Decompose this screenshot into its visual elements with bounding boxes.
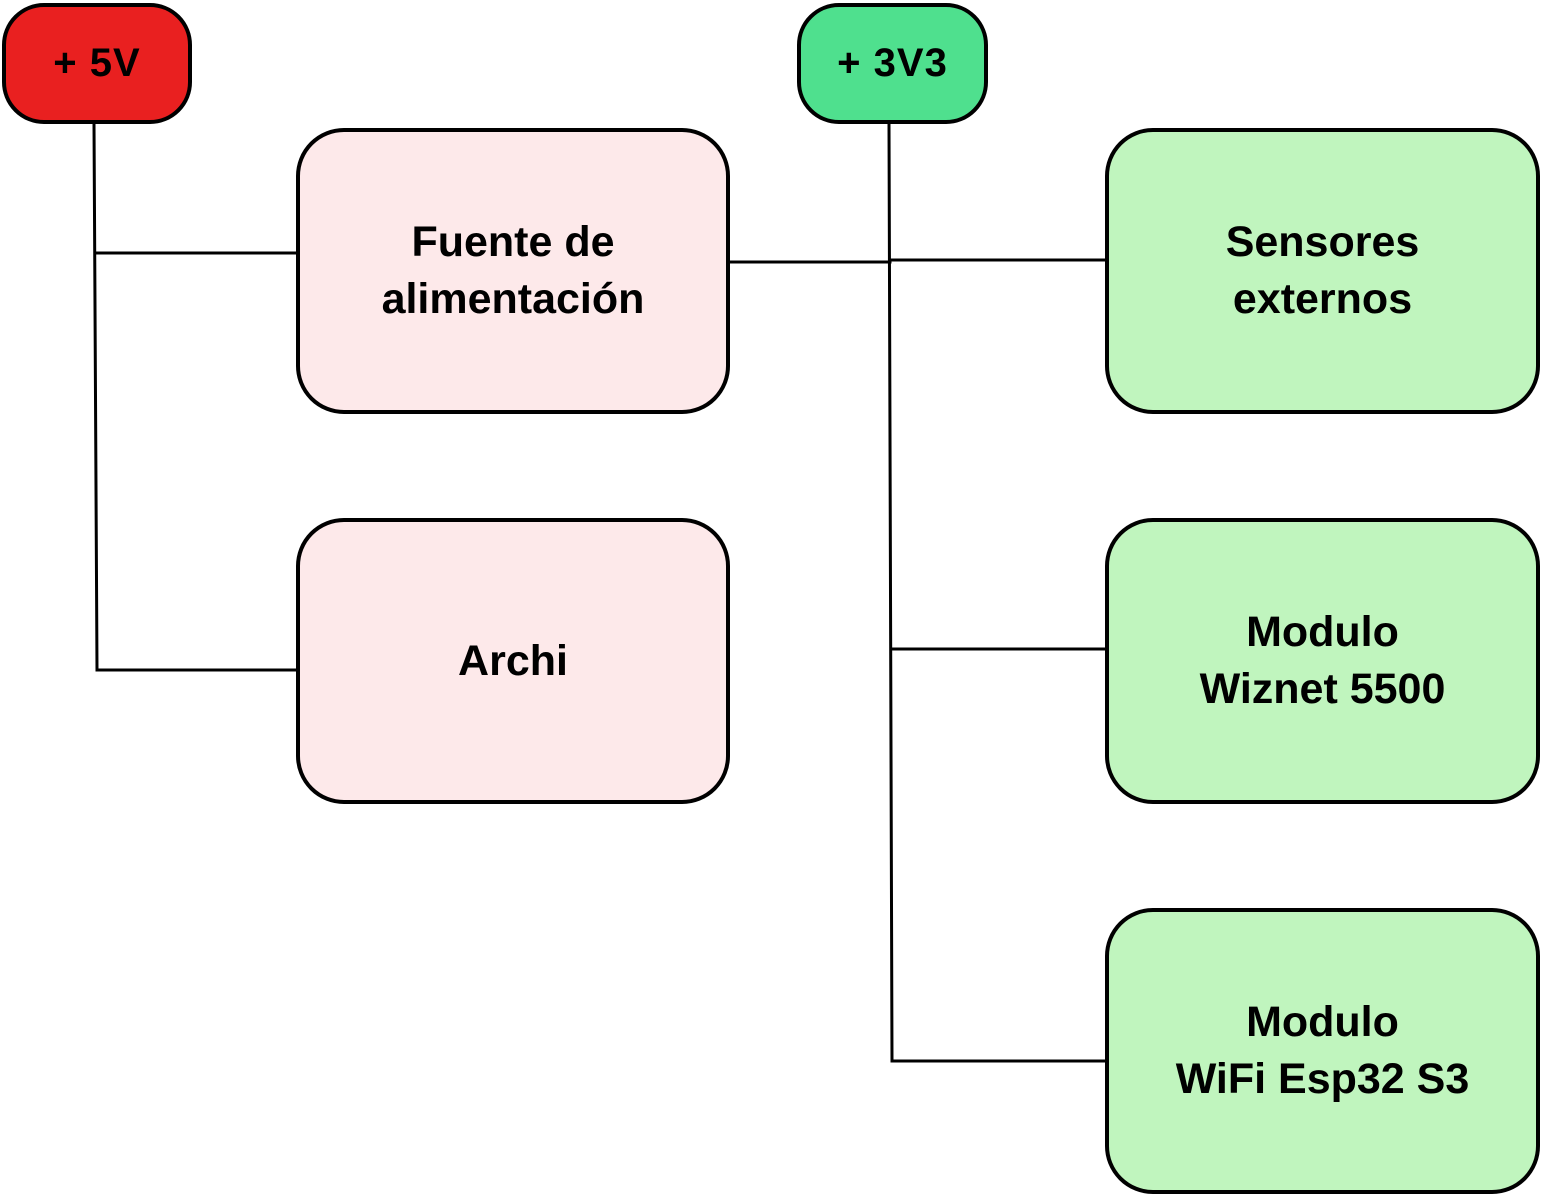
rail-3v3-node: + 3V3 — [797, 3, 988, 124]
esp32-wifi-module-block: Modulo WiFi Esp32 S3 — [1105, 908, 1540, 1194]
wire-5v-trunk — [92, 122, 298, 672]
archi-label: Archi — [458, 636, 568, 685]
rail-3v3-label: + 3V3 — [837, 41, 948, 85]
wiznet-module-block: Modulo Wiznet 5500 — [1105, 518, 1540, 804]
rail-5v-node: + 5V — [2, 3, 192, 124]
wiznet-module-label: Modulo Wiznet 5500 — [1199, 608, 1446, 713]
rail-5v-label: + 5V — [53, 41, 141, 85]
esp32-wifi-module-label: Modulo WiFi Esp32 S3 — [1175, 998, 1470, 1103]
external-sensors-label: Sensores externos — [1225, 218, 1420, 323]
archi-block: Archi — [296, 518, 730, 804]
external-sensors-block: Sensores externos — [1105, 128, 1540, 414]
power-supply-label: Fuente de alimentación — [381, 218, 645, 323]
wire-3v3-trunk — [887, 122, 1107, 1063]
power-supply-block: Fuente de alimentación — [296, 128, 730, 414]
